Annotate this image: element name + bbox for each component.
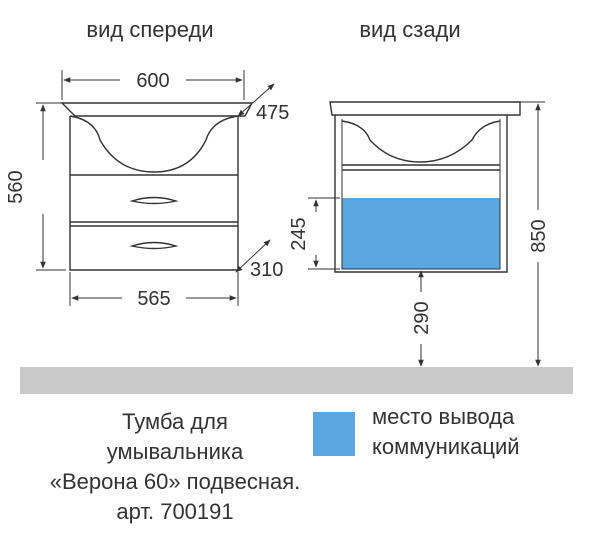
front-view-title: вид спереди: [86, 17, 213, 42]
back-view-title: вид сзади: [359, 17, 460, 42]
front-basin-top: [60, 102, 254, 117]
back-view: [308, 101, 545, 367]
dim-565-label: 565: [137, 288, 170, 310]
back-basin-curve: [341, 120, 501, 163]
caption-line-4: арт. 700191: [116, 499, 234, 524]
legend-line-2: коммуникаций: [372, 434, 520, 459]
dim-475-label: 475: [256, 102, 289, 124]
caption-line-3: «Верона 60» подвесная.: [49, 469, 301, 494]
legend-text: место вывода коммуникаций: [372, 402, 592, 462]
legend-swatch: [313, 412, 355, 456]
front-basin-curve: [69, 115, 239, 173]
drawer-handle-upper: [129, 196, 179, 205]
dim-600-label: 600: [136, 70, 169, 92]
caption-line-2: умывальника: [106, 439, 244, 464]
front-view: [36, 70, 275, 306]
product-caption: Тумба для умывальника «Верона 60» подвес…: [10, 407, 340, 527]
drawer-handle-lower: [129, 241, 179, 250]
dim-560-label: 560: [5, 170, 27, 203]
dim-310-label: 310: [250, 259, 283, 281]
floor: [20, 367, 573, 394]
front-cabinet-body: [69, 116, 239, 271]
dim-310-line: [235, 239, 271, 273]
utility-zone: [342, 198, 500, 269]
dim-475-line: [237, 83, 275, 117]
back-basin-top: [329, 101, 521, 116]
legend-line-1: место вывода: [372, 404, 515, 429]
dim-245-label: 245: [288, 217, 310, 250]
back-cabinet-inner: [341, 119, 501, 270]
dim-290-label: 290: [411, 301, 433, 334]
caption-line-1: Тумба для: [122, 409, 228, 434]
dim-850-label: 850: [528, 219, 550, 252]
